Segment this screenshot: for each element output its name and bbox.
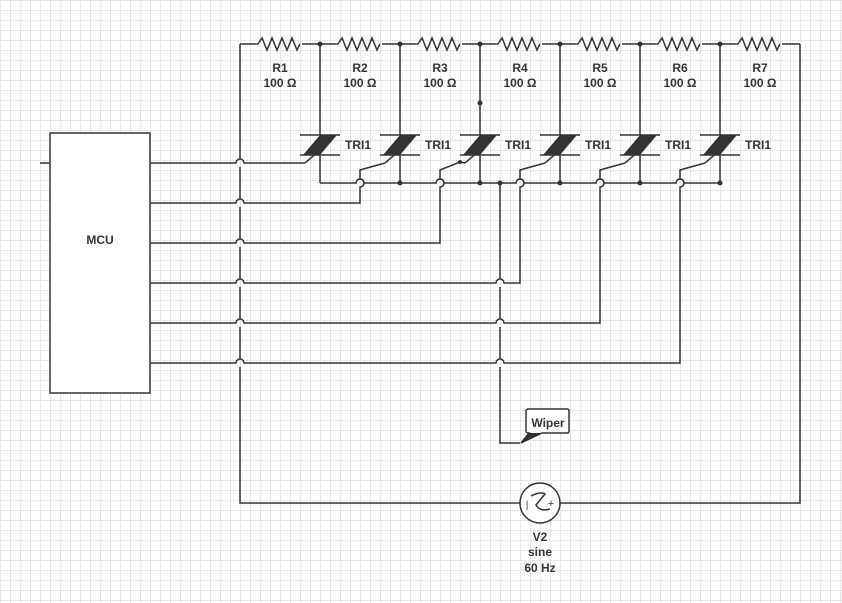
r4-value: 100 Ω [504,76,537,90]
resistor-r3[interactable] [417,36,461,52]
source-type: sine [528,545,552,559]
mcu-label: MCU [86,233,113,247]
source-frequency: 60 Hz [524,561,555,575]
wiper-line [499,183,520,444]
r2-value: 100 Ω [344,76,377,90]
wiper-label: Wiper [531,416,565,430]
resistor-r7[interactable] [737,36,781,52]
source-name: V2 [533,530,548,544]
triac-2-label: TRI1 [425,138,451,152]
triac-4[interactable] [540,134,580,164]
r1-value: 100 Ω [264,76,297,90]
triac-1-label: TRI1 [345,138,371,152]
triac-6-label: TRI1 [745,138,771,152]
triac-5-label: TRI1 [665,138,691,152]
resistor-r6[interactable] [657,36,701,52]
r7-name: R7 [752,61,768,75]
triac-1[interactable] [300,134,340,164]
resistor-r4[interactable] [497,36,541,52]
r6-name: R6 [672,61,688,75]
plus-sign-icon: + [548,498,554,510]
triac-2[interactable] [380,134,420,164]
r7-value: 100 Ω [744,76,777,90]
ac-source-v2[interactable]: | + [519,482,561,524]
r5-name: R5 [592,61,608,75]
triac-3[interactable] [460,134,500,164]
power-loop [239,44,801,504]
r1-name: R1 [272,61,288,75]
mcu-block[interactable] [49,132,151,394]
resistor-r1[interactable] [257,36,301,52]
minus-sign-icon: | [526,500,529,511]
r4-name: R4 [512,61,528,75]
r2-name: R2 [352,61,368,75]
triac-5[interactable] [620,134,660,164]
triac-6[interactable] [700,134,740,164]
triac-3-label: TRI1 [505,138,531,152]
r3-name: R3 [432,61,448,75]
resistor-r2[interactable] [337,36,381,52]
r5-value: 100 Ω [584,76,617,90]
r3-value: 100 Ω [424,76,457,90]
triac-leads [319,44,721,183]
mcu-gate-lines [150,158,706,364]
triac-4-label: TRI1 [585,138,611,152]
resistor-r5[interactable] [577,36,621,52]
wiper-callout[interactable]: Wiper [520,408,570,444]
r6-value: 100 Ω [664,76,697,90]
